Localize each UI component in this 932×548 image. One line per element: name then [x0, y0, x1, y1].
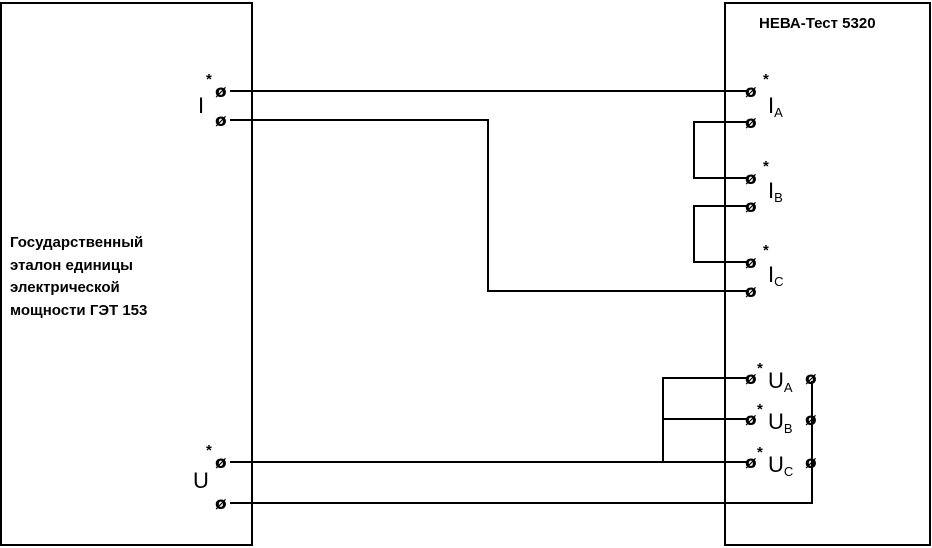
- terminal-uc-star-icon: ø: [745, 453, 757, 473]
- ia-label: IA: [768, 93, 783, 120]
- ib-label: IB: [768, 178, 783, 205]
- terminal-u-star-icon: ø: [215, 453, 227, 473]
- ib-polarity-mark: *: [763, 158, 769, 175]
- terminal-ic-icon: ø: [745, 282, 757, 302]
- terminal-i-star-icon: ø: [215, 82, 227, 102]
- uc-label: UC: [768, 452, 793, 479]
- terminal-uc-icon: ø: [805, 453, 817, 473]
- jumper-ia-ib: [693, 121, 748, 179]
- ub-label: UB: [768, 409, 793, 436]
- ic-label: IC: [768, 262, 784, 289]
- uc-polarity-mark: *: [757, 444, 763, 461]
- terminal-ub-star-icon: ø: [745, 410, 757, 430]
- terminal-ua-star-icon: ø: [745, 369, 757, 389]
- terminal-i-icon: ø: [215, 111, 227, 131]
- terminal-ic-star-icon: ø: [745, 253, 757, 273]
- current-phase-c: ø ø * IC: [745, 242, 784, 302]
- wire-i-to-ic-star: [230, 119, 748, 292]
- wires: [230, 90, 813, 504]
- voltage-phase-a: ø * UA ø: [745, 360, 817, 395]
- ub-polarity-mark: *: [757, 401, 763, 418]
- device-title: НЕВА-Тест 5320: [759, 15, 876, 32]
- neva-test-block: [724, 2, 931, 546]
- wire-u-to-ubus: [230, 381, 813, 504]
- terminal-u-icon: ø: [215, 494, 227, 514]
- ia-polarity-mark: *: [763, 71, 769, 88]
- jumper-ib-ic: [693, 205, 748, 263]
- reference-standard-block: [0, 2, 253, 546]
- ic-polarity-mark: *: [763, 242, 769, 259]
- standard-description-line-4: мощности ГЭТ 153: [10, 302, 147, 319]
- voltage-phase-b: ø * UB ø: [745, 401, 817, 436]
- voltage-phase-c: ø * UC ø: [745, 444, 817, 479]
- terminal-ub-icon: ø: [805, 410, 817, 430]
- current-output-label: I: [198, 93, 204, 118]
- voltage-output-label: U: [193, 468, 209, 493]
- terminal-ib-icon: ø: [745, 197, 757, 217]
- current-phase-b: ø ø * IB: [745, 158, 783, 217]
- wire-ustar-bus: [662, 377, 748, 462]
- terminal-ua-icon: ø: [805, 369, 817, 389]
- current-phase-a: ø ø * IA: [745, 71, 783, 133]
- standard-description-line-3: электрической: [10, 279, 120, 296]
- terminal-ib-star-icon: ø: [745, 169, 757, 189]
- standard-description-line-1: Государственный: [10, 234, 143, 251]
- standard-description-line-2: эталон единицы: [10, 257, 133, 274]
- terminal-ia-icon: ø: [745, 113, 757, 133]
- voltage-output-polarity-mark: *: [206, 442, 212, 459]
- ua-polarity-mark: *: [757, 360, 763, 377]
- terminal-ia-star-icon: ø: [745, 82, 757, 102]
- ua-label: UA: [768, 368, 793, 395]
- current-output-polarity-mark: *: [206, 71, 212, 88]
